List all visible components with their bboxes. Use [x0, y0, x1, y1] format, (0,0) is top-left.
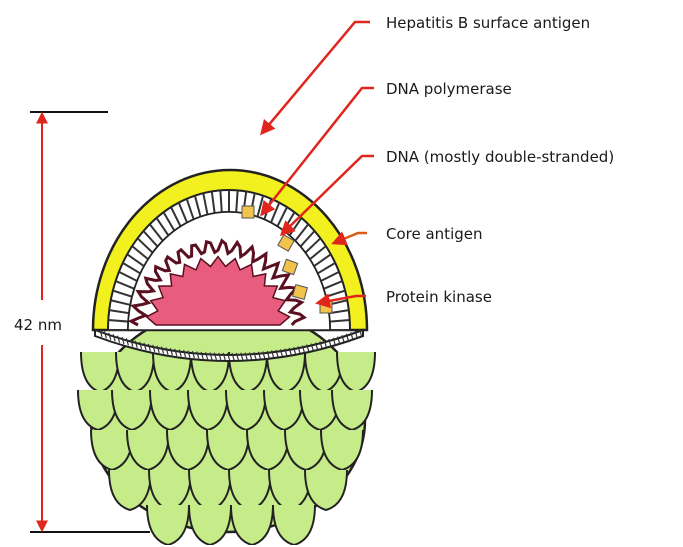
enzyme-square — [293, 285, 308, 300]
label-protein-kinase: Protein kinase — [386, 288, 492, 306]
label-dna-polymerase: DNA polymerase — [386, 80, 512, 98]
sphere-scale — [273, 505, 315, 545]
surface-antigen-arrow — [262, 22, 370, 133]
dimension-label: 42 nm — [14, 316, 62, 334]
shell-hatch-line — [220, 190, 221, 212]
sphere-scale — [189, 505, 231, 545]
label-surface-antigen: Hepatitis B surface antigen — [386, 14, 590, 32]
shell-hatch-line — [236, 190, 237, 212]
label-dna: DNA (mostly double-stranded) — [386, 148, 614, 166]
sphere-scale — [231, 505, 273, 545]
enzyme-square — [242, 206, 254, 218]
label-core-antigen: Core antigen — [386, 225, 483, 243]
sphere-scale — [147, 505, 189, 545]
